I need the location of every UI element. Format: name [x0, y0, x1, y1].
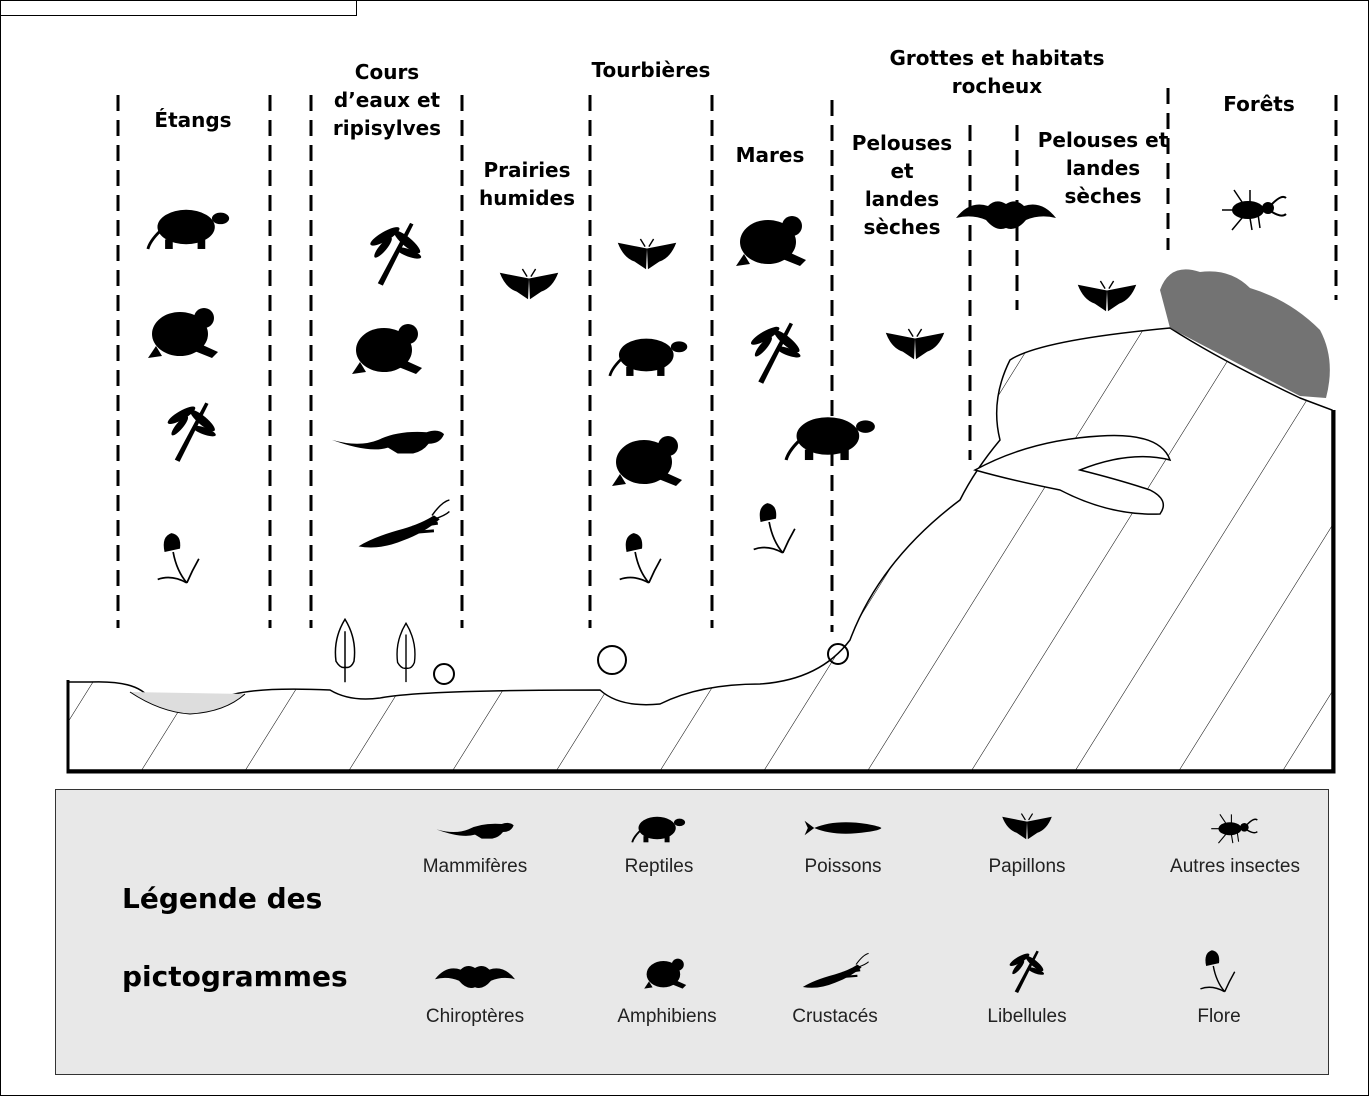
legend-item-chiropteres: Chiroptères: [390, 956, 560, 1028]
legend-item-crustaces: Crustacés: [750, 950, 920, 1028]
crayfish-icon: [359, 500, 450, 548]
legend-label: Autres insectes: [1150, 856, 1320, 878]
frog-icon: [612, 436, 682, 486]
dragonfly-icon: [368, 221, 423, 286]
terrain-profile: [68, 269, 1334, 772]
legend-item-reptiles: Reptiles: [574, 810, 744, 878]
beetle-icon: [1207, 810, 1263, 846]
fish-icon: [803, 810, 883, 846]
zone-label-pelouses-1: Pelouses et landes sèches: [836, 129, 968, 241]
frog-icon: [148, 308, 218, 358]
legend-item-flore: Flore: [1134, 946, 1304, 1028]
legend-label: Chiroptères: [390, 1006, 560, 1028]
legend-label: Mammifères: [390, 856, 560, 878]
legend-item-amphibiens: Amphibiens: [582, 950, 752, 1028]
legend-label: Poissons: [758, 856, 928, 878]
zone-label-pelouses-2: Pelouses et landes sèches: [1022, 126, 1184, 210]
turtle-icon: [786, 417, 875, 460]
legend-label: Reptiles: [574, 856, 744, 878]
zone-label-etangs: Étangs: [118, 106, 268, 134]
legend-title-line-1: Légende des: [122, 860, 348, 938]
legend-panel: Légende des pictogrammes Mammifères Rept…: [55, 789, 1329, 1075]
zone-label-prairies: Prairies humides: [462, 156, 592, 212]
legend-item-papillons: Papillons: [942, 810, 1112, 878]
legend-label: Crustacés: [750, 1006, 920, 1028]
flower-icon: [620, 533, 661, 583]
zone-label-cours: Cours d’eaux et ripisylves: [311, 58, 463, 142]
butterfly-icon: [886, 329, 944, 359]
frog-icon: [736, 216, 806, 266]
beetle-icon: [1222, 190, 1286, 230]
legend-label: Papillons: [942, 856, 1112, 878]
legend-item-libellules: Libellules: [942, 946, 1112, 1028]
zone-label-tourbieres: Tourbières: [576, 56, 726, 84]
mammal-icon: [435, 810, 515, 846]
zone-label-forets: Forêts: [1186, 90, 1332, 118]
flower-icon: [754, 503, 795, 553]
crayfish-icon: [800, 950, 870, 996]
legend-label: Flore: [1134, 1006, 1304, 1028]
zone-label-grottes: Grottes et habitats rocheux: [852, 44, 1142, 100]
legend-item-mammiferes: Mammifères: [390, 810, 560, 878]
legend-title: Légende des pictogrammes: [122, 860, 348, 1016]
butterfly-icon: [999, 810, 1055, 846]
zone-label-mares: Mares: [712, 141, 828, 169]
flower-icon: [158, 533, 199, 583]
turtle-icon: [148, 210, 229, 249]
legend-item-autres-insectes: Autres insectes: [1150, 810, 1320, 878]
frog-icon: [643, 950, 691, 996]
butterfly-icon: [1078, 281, 1136, 311]
legend-title-line-2: pictogrammes: [122, 938, 348, 1016]
legend-label: Libellules: [942, 1006, 1112, 1028]
legend-label: Amphibiens: [582, 1006, 752, 1028]
flower-icon: [1197, 946, 1241, 996]
butterfly-icon: [618, 239, 676, 269]
dragonfly-icon: [166, 401, 218, 463]
frog-icon: [352, 324, 422, 374]
bat-icon: [435, 956, 515, 996]
butterfly-icon: [500, 269, 558, 299]
legend-item-poissons: Poissons: [758, 810, 928, 878]
dragonfly-icon: [1005, 946, 1049, 996]
otter-icon: [332, 431, 444, 454]
turtle-icon: [610, 339, 687, 376]
dragonfly-icon: [749, 321, 802, 384]
turtle-icon: [631, 810, 687, 846]
